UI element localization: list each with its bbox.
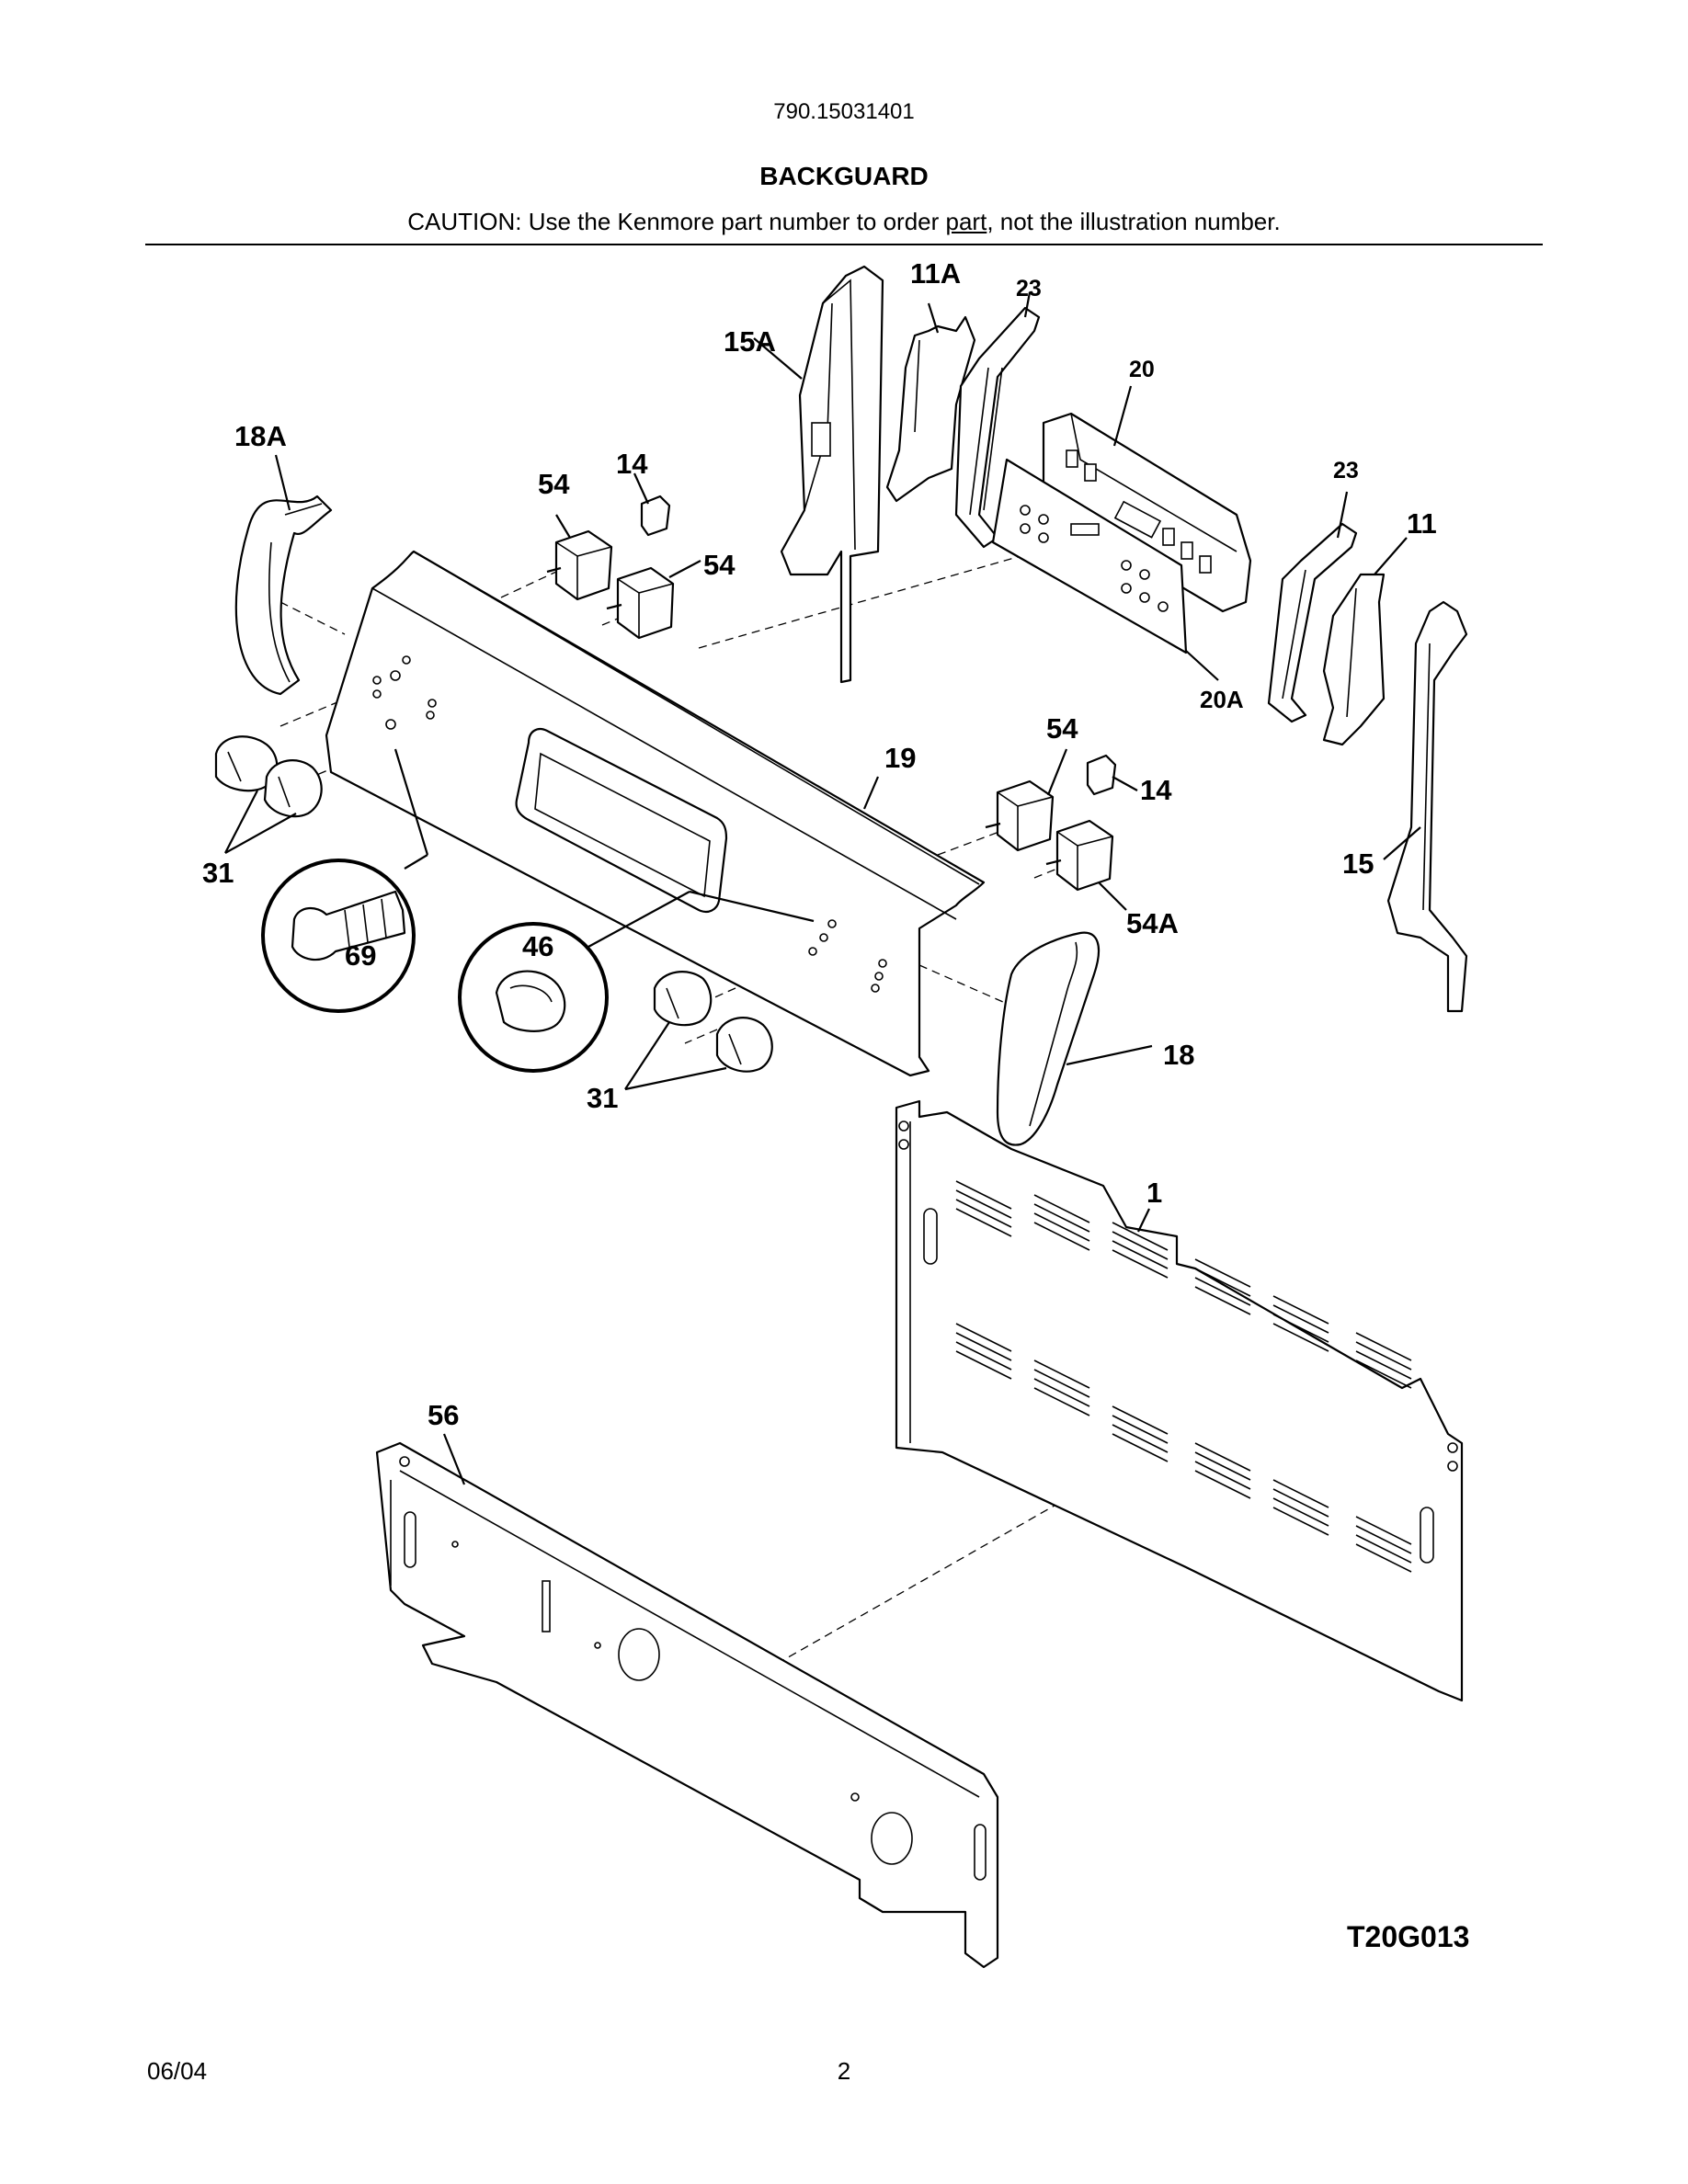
- part-20-control-board: [1042, 412, 1252, 613]
- part-54-switch-top-b: [606, 566, 675, 640]
- part-1-rear-panel: [895, 1099, 1464, 1702]
- part-15A-side-trim: [780, 265, 884, 684]
- callout-20A: 20A: [1200, 686, 1244, 713]
- part-54-switch-bottom: [985, 779, 1055, 852]
- callout-23-top: 23: [1016, 276, 1042, 301]
- caution-note: CAUTION: Use the Kenmore part number to …: [0, 208, 1688, 236]
- part-11A-bracket: [885, 315, 976, 503]
- leader-lines: [224, 291, 1421, 1485]
- callout-56: 56: [428, 1399, 459, 1431]
- caution-prefix: CAUTION: Use the Kenmore part number to …: [407, 208, 946, 235]
- rear-panel-vent-louvers: [955, 1180, 1412, 1573]
- part-54A-switch-bottom: [1045, 819, 1114, 892]
- caution-part-word: part: [945, 208, 987, 235]
- part-23-hinge-right: [1267, 522, 1358, 723]
- caution-suffix: , not the illustration number.: [987, 208, 1281, 235]
- callout-14-top: 14: [616, 448, 648, 480]
- part-31-knob-lower-a: [653, 971, 713, 1027]
- footer-date: 06/04: [147, 2057, 208, 2085]
- callout-54A: 54A: [1126, 907, 1179, 939]
- part-56-lower-panel: [375, 1441, 999, 1969]
- footer-page-number: 2: [837, 2057, 851, 2085]
- part-18A-left-end-cap: [234, 495, 333, 696]
- part-54-switch-top-a: [546, 529, 613, 601]
- callout-54-top-a: 54: [538, 468, 570, 500]
- callout-15: 15: [1342, 847, 1374, 880]
- callout-14-bottom: 14: [1140, 774, 1172, 806]
- callout-11: 11: [1407, 507, 1437, 540]
- part-14-switch-top: [640, 495, 671, 537]
- callout-18: 18: [1163, 1039, 1194, 1071]
- drawing-code: T20G013: [1347, 1920, 1469, 1953]
- part-19-control-panel: [325, 550, 986, 1077]
- callout-46: 46: [522, 930, 553, 962]
- part-31-knob-lower-b: [715, 1017, 773, 1073]
- callout-54-top-b: 54: [703, 549, 736, 581]
- detail-circle-69-screw: [261, 748, 429, 1013]
- part-20A-overlay: [991, 458, 1188, 654]
- callout-20: 20: [1129, 357, 1155, 382]
- part-11-bracket: [1322, 573, 1386, 746]
- part-31-knob-upper-left-b: [263, 759, 323, 818]
- callout-15A: 15A: [724, 325, 776, 358]
- callout-19: 19: [884, 742, 916, 774]
- part-15-side-trim: [1386, 600, 1468, 1013]
- page-title: BACKGUARD: [759, 162, 929, 190]
- part-18-right-end-cap: [996, 931, 1101, 1146]
- callout-labels: 11A 23 15A 20 18A 54 14 54 23 11 20A 54 …: [202, 257, 1469, 1953]
- model-number: 790.15031401: [773, 99, 915, 124]
- callout-31-left: 31: [202, 857, 234, 889]
- callout-18A: 18A: [234, 420, 287, 452]
- header-rule: [145, 244, 1543, 245]
- part-23-hinge-left: [954, 306, 1041, 549]
- callout-11A: 11A: [910, 257, 961, 290]
- callout-31-lower: 31: [587, 1082, 618, 1114]
- callout-69: 69: [345, 939, 376, 972]
- callout-1: 1: [1146, 1177, 1162, 1209]
- part-14-switch-bottom: [1086, 754, 1117, 796]
- callout-23-right: 23: [1333, 458, 1359, 483]
- callout-54-bottom: 54: [1046, 712, 1078, 745]
- detail-circle-46-plug: [458, 890, 815, 1073]
